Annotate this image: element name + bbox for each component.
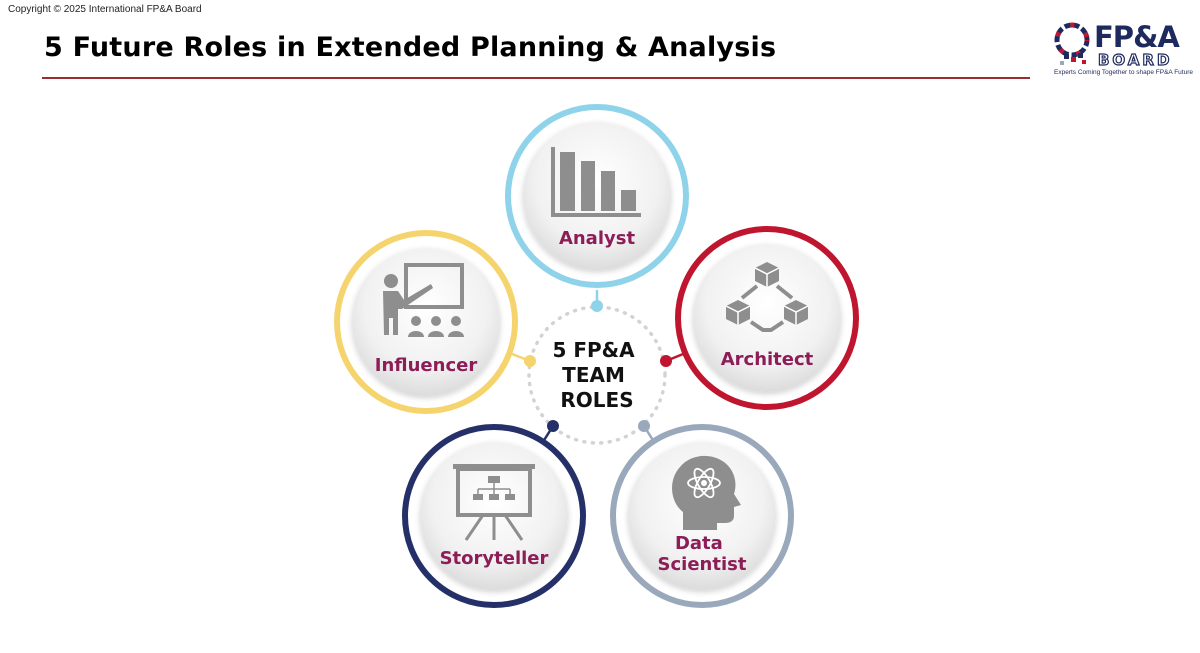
center-label-line: TEAM (562, 363, 625, 387)
role-storyteller: Storyteller (402, 424, 586, 608)
copyright-notice: Copyright © 2025 International FP&A Boar… (8, 4, 202, 15)
role-label-analyst: Analyst (559, 228, 636, 249)
teacher-audience-icon (383, 263, 464, 337)
logo-tagline: Experts Coming Together to shape FP&A Fu… (1054, 69, 1193, 76)
logo-name: FP&A (1094, 20, 1180, 54)
connector-influencer (511, 352, 536, 367)
center-label-line: 5 FP&A (552, 338, 635, 362)
role-label-line: Data (675, 533, 723, 554)
page-title: 5 Future Roles in Extended Planning & An… (44, 32, 777, 63)
connector-analyst (591, 290, 603, 312)
bar-chart-icon (551, 147, 641, 217)
connected-cubes-icon (725, 262, 809, 332)
role-label-line: Scientist (658, 554, 747, 575)
role-label-line: Architect (721, 349, 814, 370)
role-label-storyteller: Storyteller (440, 548, 549, 569)
logo-mark-icon (1054, 22, 1090, 65)
role-label-data-scientist: Data Scientist (658, 533, 747, 575)
center-label: 5 FP&A TEAM ROLES (552, 338, 641, 412)
role-analyst: Analyst (505, 104, 689, 288)
role-label-architect: Architect (721, 349, 814, 370)
head-atom-icon (672, 455, 741, 530)
center-dotted-ring (527, 305, 667, 445)
role-influencer: Influencer (334, 230, 518, 414)
role-data-scientist: Data Scientist (610, 424, 794, 608)
role-label-line: Storyteller (440, 548, 549, 569)
role-architect: Architect (675, 226, 859, 410)
role-label-influencer: Influencer (375, 355, 478, 376)
logo-subname: BOARD (1097, 50, 1173, 69)
fpa-board-logo: FP&A BOARD Experts Coming Together to sh… (1052, 20, 1193, 82)
role-label-line: Influencer (375, 355, 478, 376)
role-label-line: Analyst (559, 228, 636, 249)
presentation-board-icon (453, 464, 535, 541)
title-underline (42, 77, 1030, 79)
center-label-line: ROLES (560, 388, 633, 412)
